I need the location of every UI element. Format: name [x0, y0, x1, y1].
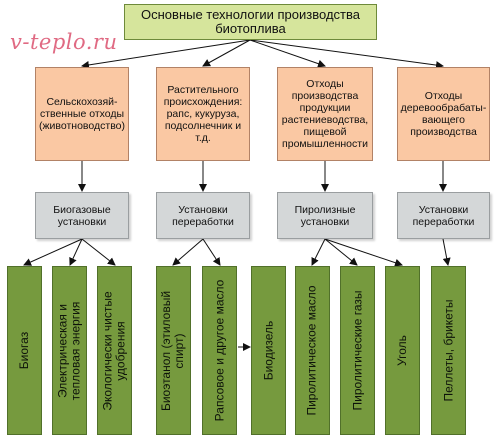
arrow-biogas-to-product-3: [81, 238, 116, 266]
product-pyrolysis-oil: Пиролитическое масло: [295, 266, 330, 435]
product-label: Уголь: [395, 335, 409, 366]
arrow-pyrolysis-to-product-7: [311, 238, 326, 266]
product-label: Пеллеты, брикеты: [441, 299, 455, 402]
source-crop-food-waste: Отходы производства продукции растениево…: [277, 67, 373, 161]
product-pellets-briquettes: Пеллеты, брикеты: [431, 266, 466, 435]
product-biogas: Биогаз: [7, 266, 42, 435]
source-woodworking-waste: Отходы деревообрабаты-вающего производст…: [397, 67, 490, 161]
arrow-biogas-to-product-1: [23, 238, 83, 266]
product-label: Рапсовое и другое масло: [212, 279, 226, 422]
product-pyrolysis-gases: Пиролитические газы: [340, 266, 375, 435]
product-label: Биодизель: [261, 320, 275, 381]
process-biogas-plants: Биогазовые установки: [35, 192, 129, 239]
arrow-processing-to-product-4: [172, 238, 204, 266]
source-plant-origin: Растительного происхождения: рапс, кукур…: [156, 67, 250, 161]
product-label: Пиролитическое масло: [305, 285, 320, 416]
diagram-title: Основные технологии производства биотопл…: [124, 4, 377, 40]
process-pyrolysis-plants: Пиролизные установки: [277, 192, 373, 239]
arrow-title-to-source-4: [249, 39, 444, 70]
arrow-pyrolysis-to-product-8: [324, 238, 358, 266]
arrow-title-to-source-3: [249, 39, 326, 68]
product-label: Биогаз: [17, 331, 31, 370]
arrow-pyrolysis-to-product-9: [324, 238, 403, 267]
process-processing-plants: Установки переработки: [156, 192, 250, 239]
source-agricultural-waste: Сельскохозяй-ственные отходы (животновод…: [35, 67, 129, 161]
product-rapeseed-oil: Рапсовое и другое масло: [202, 266, 237, 435]
product-coal: Уголь: [385, 266, 420, 435]
product-biodiesel: Биодизель: [251, 266, 286, 435]
arrow-processing-to-product-5: [202, 238, 221, 266]
arrow-title-to-source-1: [81, 39, 251, 69]
site-watermark: v-teplo.ru: [10, 30, 118, 54]
product-label: Пиролитические газы: [350, 290, 365, 411]
arrow-wood-processing-to-product-10: [442, 238, 451, 266]
arrow-title-to-source-2: [202, 39, 251, 67]
arrow-biogas-to-product-2: [69, 238, 83, 266]
process-wood-processing-plants: Установки переработки: [397, 192, 490, 239]
